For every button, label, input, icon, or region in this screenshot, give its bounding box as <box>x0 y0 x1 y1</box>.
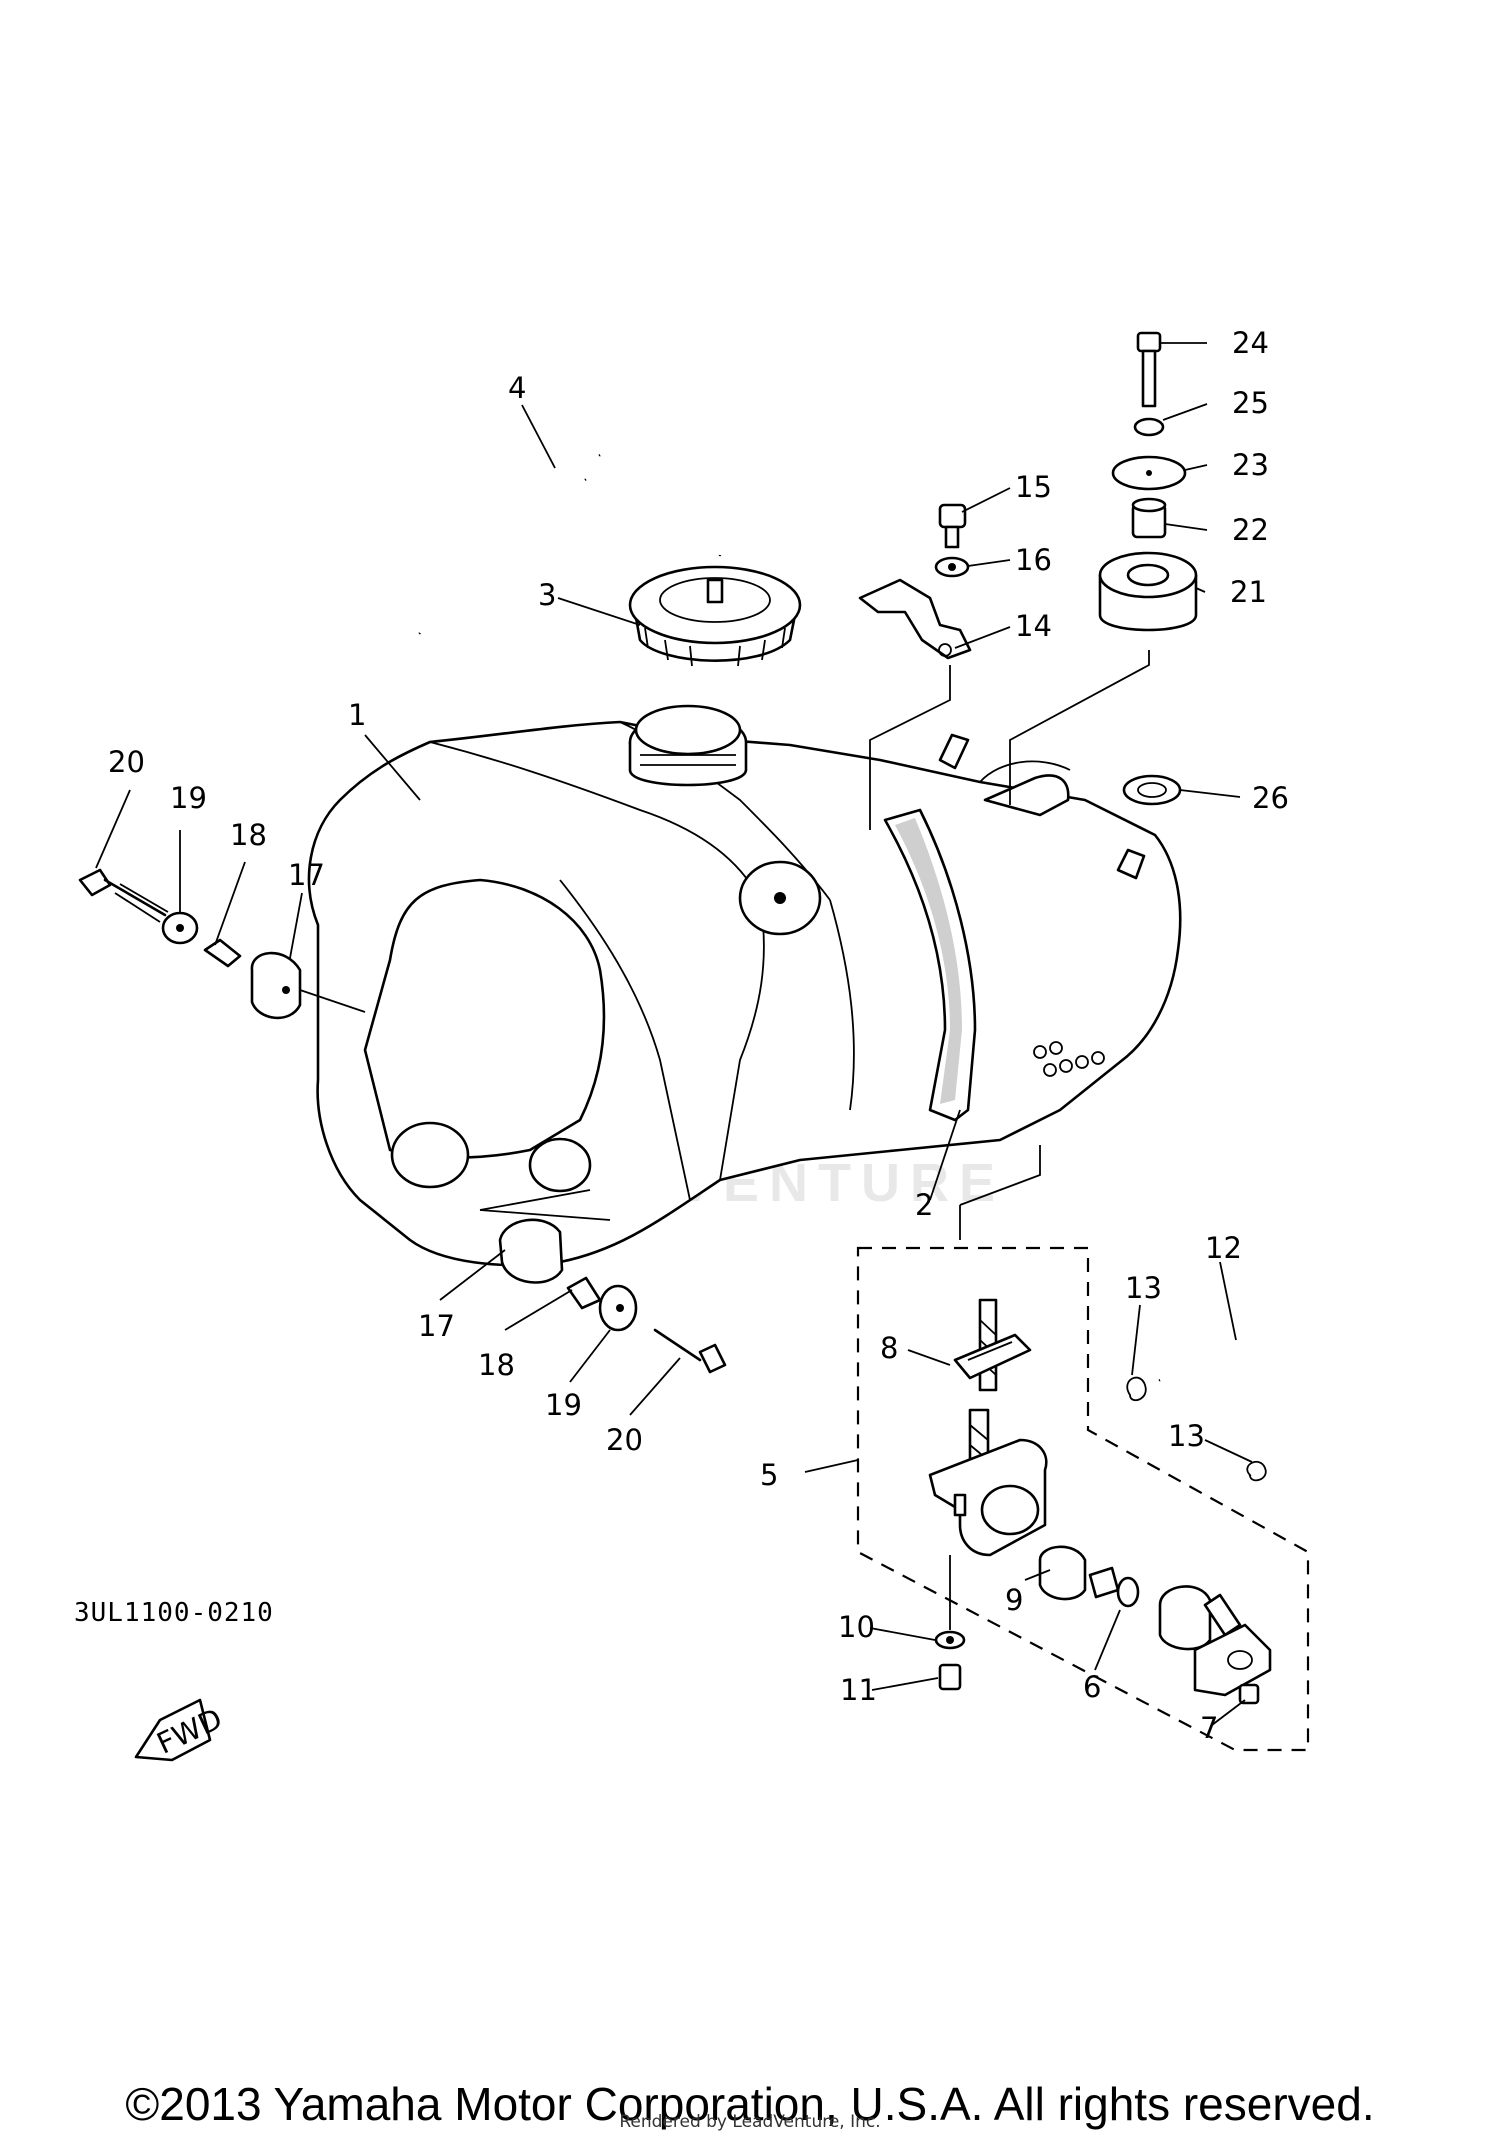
fwd-arrow: FWD <box>134 1698 227 1762</box>
callout-15: 15 <box>1015 470 1052 504</box>
callout-7: 7 <box>1200 1711 1218 1745</box>
callout-9: 9 <box>1005 1583 1023 1617</box>
bracket-assembly <box>858 503 972 660</box>
callout-25: 25 <box>1232 386 1269 420</box>
guide-lines <box>869 650 1150 1240</box>
leader-lines <box>95 342 1253 1726</box>
callout-20-left: 20 <box>108 745 145 779</box>
callout-17-bottom: 17 <box>418 1309 455 1343</box>
grommet-26 <box>1122 774 1182 806</box>
damper-assembly <box>1098 331 1198 632</box>
callout-21: 21 <box>1230 575 1267 609</box>
rendered-by-notice: Rendered by LeadVenture, Inc. <box>619 2112 881 2132</box>
fuel-cock-assembly <box>856 1246 1310 1752</box>
callout-4: 4 <box>508 371 526 405</box>
callouts: 1 2 3 4 5 6 7 8 9 10 11 12 13 13 14 15 1… <box>108 326 1289 1745</box>
tank-seal <box>883 808 977 1122</box>
left-mount-parts <box>78 868 366 1020</box>
callout-5: 5 <box>760 1458 778 1492</box>
callout-22: 22 <box>1232 513 1269 547</box>
callout-8: 8 <box>880 1331 898 1365</box>
callout-6: 6 <box>1083 1670 1101 1704</box>
callout-14: 14 <box>1015 609 1052 643</box>
callout-20-bottom: 20 <box>606 1423 643 1457</box>
callout-18-bottom: 18 <box>478 1348 515 1382</box>
fuel-cap <box>628 565 802 667</box>
callout-17-left: 17 <box>288 858 325 892</box>
callout-18-left: 18 <box>230 818 267 852</box>
callout-16: 16 <box>1015 543 1052 577</box>
fuel-tank <box>307 704 1182 1267</box>
callout-19-left: 19 <box>170 781 207 815</box>
copyright-notice: ©2013 Yamaha Motor Corporation, U.S.A. A… <box>125 2078 1375 2130</box>
breather-hose <box>413 429 731 638</box>
callout-1: 1 <box>348 698 366 732</box>
callout-12: 12 <box>1205 1231 1242 1265</box>
callout-13-upper: 13 <box>1125 1271 1162 1305</box>
callout-26: 26 <box>1252 781 1289 815</box>
callout-3: 3 <box>538 578 556 612</box>
callout-19-bottom: 19 <box>545 1388 582 1422</box>
callout-24: 24 <box>1232 326 1269 360</box>
callout-13-lower: 13 <box>1168 1419 1205 1453</box>
callout-11: 11 <box>840 1673 877 1707</box>
diagram-code: 3UL1100-0210 <box>74 1598 274 1628</box>
bottom-mount-parts <box>479 1189 727 1374</box>
callout-23: 23 <box>1232 448 1269 482</box>
callout-2: 2 <box>915 1188 933 1222</box>
callout-10: 10 <box>838 1610 875 1644</box>
